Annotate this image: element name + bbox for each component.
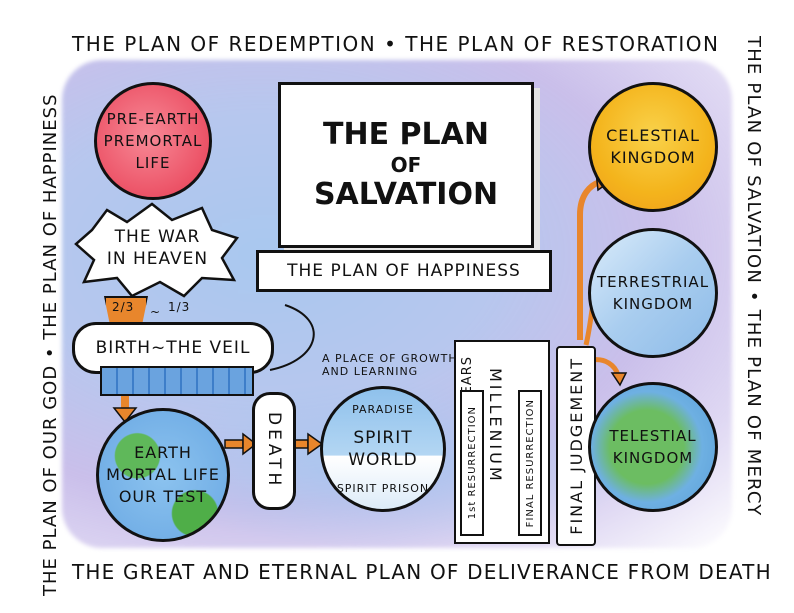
earth-line1: EARTH	[134, 443, 192, 462]
telestial-line1: TELESTIAL	[609, 427, 697, 445]
title-line1: THE PLAN	[323, 117, 489, 152]
war-line2: IN HEAVEN	[106, 249, 209, 269]
final-resurrection-box: FINAL RESURRECTION	[518, 390, 542, 536]
ratio-sep: ~	[150, 305, 162, 319]
death-label: DEATH	[264, 412, 284, 490]
celestial-kingdom-circle: CELESTIAL KINGDOM	[588, 82, 718, 212]
veil-curve-arrow	[269, 304, 315, 371]
title-panel: THE PLAN OF SALVATION	[278, 82, 534, 248]
pre-earth-line2: PREMORTAL	[103, 132, 203, 150]
war-burst-shape	[74, 202, 240, 298]
death-cloud: DEATH	[252, 392, 296, 510]
spirit-line1: SPIRIT	[353, 428, 413, 448]
earth-circle: EARTH MORTAL LIFE OUR TEST	[96, 408, 230, 542]
spirit-line2: WORLD	[348, 450, 418, 470]
pre-earth-line3: LIFE	[135, 154, 171, 172]
millenium-label: MILLENIUM	[486, 368, 505, 484]
veil-curtain	[100, 366, 254, 396]
title-line3: SALVATION	[313, 177, 499, 212]
birth-veil-cloud: BIRTH~THE VEIL	[72, 322, 274, 374]
pre-earth-circle: PRE-EARTH PREMORTAL LIFE	[94, 82, 212, 200]
final-resurrection-label: FINAL RESURRECTION	[524, 398, 536, 528]
spirit-world-circle: PARADISE SPIRIT WORLD SPIRIT PRISON	[320, 386, 446, 512]
final-judgement-label: FINAL JUDGEMENT	[566, 357, 586, 535]
spirit-prison-label: SPIRIT PRISON	[336, 482, 430, 495]
border-bottom-text: The Great and Eternal Plan of Deliveranc…	[72, 560, 772, 584]
celestial-line1: CELESTIAL	[606, 126, 700, 145]
birth-veil-label: BIRTH~THE VEIL	[95, 338, 251, 358]
first-resurrection-box: 1st RESURRECTION	[460, 390, 484, 536]
growth-line2: AND LEARNING	[322, 365, 419, 378]
pre-earth-line1: PRE-EARTH	[106, 110, 200, 128]
war-line1: THE WAR	[114, 227, 201, 247]
growth-note: A PLACE OF GROWTH AND LEARNING	[322, 352, 462, 378]
terrestrial-line2: KINGDOM	[612, 295, 694, 313]
banner-label: THE PLAN OF HAPPINESS	[287, 261, 521, 281]
title-line2: OF	[390, 153, 422, 177]
border-top-text: The Plan of Redemption • The Plan of Res…	[72, 32, 720, 56]
war-in-heaven-label: THE WAR IN HEAVEN	[90, 226, 225, 270]
ratio-right: 1/3	[168, 300, 191, 314]
happiness-banner: THE PLAN OF HAPPINESS	[256, 250, 552, 292]
earth-line2: MORTAL LIFE	[106, 465, 220, 484]
telestial-line2: KINGDOM	[612, 449, 694, 467]
terrestrial-kingdom-circle: TERRESTRIAL KINGDOM	[588, 228, 718, 358]
first-resurrection-label: 1st RESURRECTION	[466, 406, 478, 520]
growth-line1: A PLACE OF GROWTH	[322, 352, 458, 365]
terrestrial-line1: TERRESTRIAL	[596, 273, 710, 291]
ratio-left: 2/3	[112, 300, 135, 314]
paradise-label: PARADISE	[352, 403, 414, 416]
earth-line3: OUR TEST	[118, 487, 208, 506]
telestial-kingdom-circle: TELESTIAL KINGDOM	[588, 382, 718, 512]
celestial-line2: KINGDOM	[610, 148, 696, 167]
